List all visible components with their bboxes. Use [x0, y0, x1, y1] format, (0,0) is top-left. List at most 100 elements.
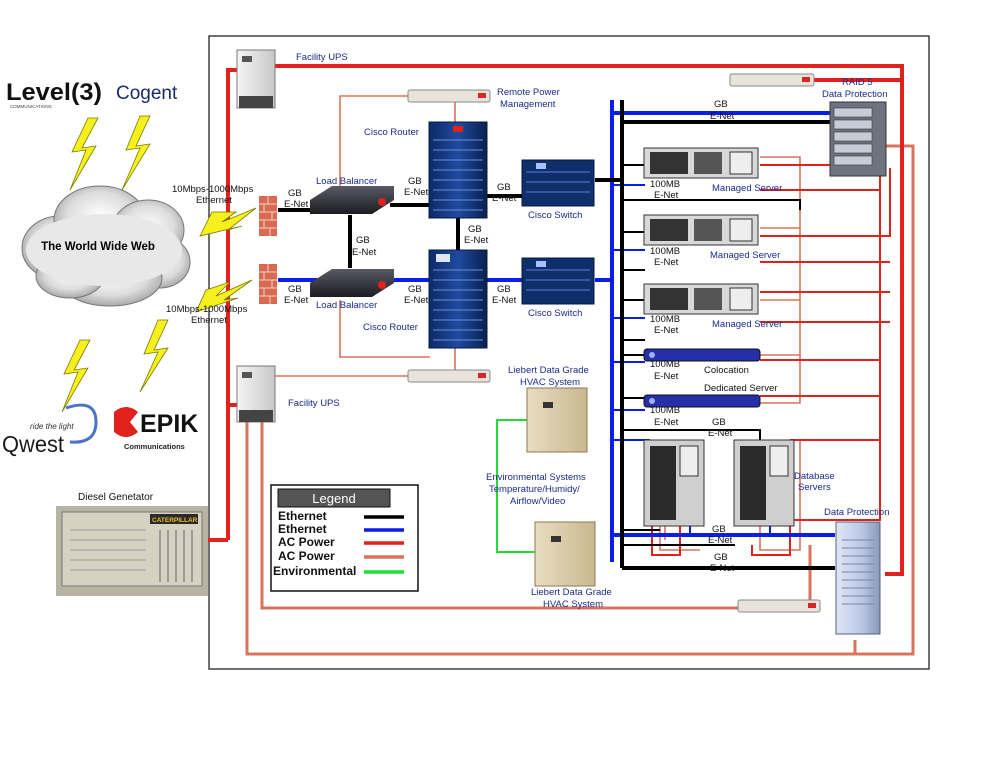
database-label-2: Servers [798, 482, 831, 493]
100mb-label: 100MB [650, 359, 680, 370]
bottom-link-type: Ethernet [191, 315, 227, 326]
managed-server-2: Managed Server [643, 214, 780, 261]
gb-label: GB [497, 284, 511, 295]
env-label-2: Temperature/Humidy/ [489, 484, 580, 495]
enet-label: E-Net [284, 199, 309, 210]
managed-server-3: Managed Server [643, 283, 782, 330]
legend-item: Ethernet [278, 522, 404, 536]
carrier-logos: Level(3) COMMUNICATIONS Cogent ride the … [2, 79, 198, 457]
enet-label: E-Net [492, 193, 517, 204]
enet-label: E-Net [710, 563, 735, 574]
router-bottom-label: Cisco Router [363, 322, 418, 333]
legend-item-label: AC Power [278, 535, 335, 549]
colocation-server: Colocation [643, 348, 761, 376]
lightning-bolt-icon [61, 339, 91, 413]
hvac-bottom: Liebert Data Grade HVAC System [531, 521, 612, 610]
cisco-router-bottom: Cisco Router [363, 249, 488, 349]
dedicated-label: Dedicated Server [704, 383, 777, 394]
remote-power-label-1: Remote Power [497, 87, 560, 98]
legend-title: Legend [312, 491, 355, 506]
generator-label: Diesel Genetator [78, 492, 154, 503]
hvac-top-label-1: Liebert Data Grade [508, 365, 589, 376]
environmental-lines [496, 419, 535, 553]
lightning-bolts [61, 115, 257, 413]
remote-power-label-2: Management [500, 99, 556, 110]
cisco-switch-top: Cisco Switch [521, 159, 595, 221]
epik-sub: Communications [124, 442, 185, 451]
enet-label: E-Net [352, 247, 377, 258]
switch-bottom-label: Cisco Switch [528, 308, 582, 319]
diesel-generator: Diesel Genetator CATERPILLAR [56, 492, 208, 596]
bottom-link-speed: 10Mbps-1000Mbps [166, 304, 248, 315]
load-balancer-bottom: Load Balancer [310, 269, 394, 311]
database-server-1 [643, 439, 705, 527]
data-protection-label: Data Protection [824, 507, 889, 518]
facility-ups-bottom: Facility UPS [236, 365, 340, 423]
gb-label: GB [712, 417, 726, 428]
uplink-labels: 10Mbps-1000Mbps Ethernet 10Mbps-1000Mbps… [166, 184, 254, 326]
100mb-label: 100MB [650, 314, 680, 325]
firewall-bottom [259, 264, 277, 304]
env-label-1: Environmental Systems [486, 472, 586, 483]
enet-label: E-Net [710, 111, 735, 122]
gb-label: GB [497, 182, 511, 193]
hvac-bottom-label-2: HVAC System [543, 599, 603, 610]
level3-logo: Level(3) [6, 79, 102, 106]
cisco-router-top: Cisco Router [364, 121, 488, 219]
power-strip-top [407, 89, 491, 103]
power-strip-raid [729, 73, 815, 87]
100mb-label: 100MB [650, 179, 680, 190]
router-top-label: Cisco Router [364, 127, 419, 138]
gb-label: GB [712, 524, 726, 535]
level3-sub: COMMUNICATIONS [10, 104, 52, 109]
legend-item-label: Environmental [273, 564, 356, 578]
ethernet-black-thin [622, 164, 801, 546]
load-balancer-top-label: Load Balancer [316, 176, 377, 187]
enet-label: E-Net [404, 295, 429, 306]
managed-server-1: Managed Server [643, 147, 782, 194]
database-label-1: Database [794, 471, 835, 482]
hvac-top-label-2: HVAC System [520, 377, 580, 388]
network-link-labels: GB E-Net GB E-Net GB E-Net GB E-Net GB E… [284, 99, 735, 574]
legend-item-label: AC Power [278, 549, 335, 563]
legend: Legend Ethernet Ethernet AC Power AC Pow… [270, 484, 419, 592]
ups-top-label: Facility UPS [296, 52, 348, 63]
legend-item: AC Power [278, 549, 404, 563]
managed-server-1-label: Managed Server [712, 183, 782, 194]
ethernet-blue-lines [278, 100, 835, 562]
100mb-label: 100MB [650, 405, 680, 416]
facility-ups-top: Facility UPS [236, 49, 348, 109]
gb-label: GB [714, 99, 728, 110]
load-balancer-bottom-label: Load Balancer [316, 300, 377, 311]
hvac-bottom-label-1: Liebert Data Grade [531, 587, 612, 598]
colocation-label: Colocation [704, 365, 749, 376]
ups-bottom-label: Facility UPS [288, 398, 340, 409]
lightning-bolt-icon [195, 279, 253, 313]
lightning-bolt-icon [69, 117, 99, 191]
legend-item-label: Ethernet [278, 522, 327, 536]
gb-label: GB [714, 552, 728, 563]
lightning-bolt-icon [199, 207, 257, 237]
managed-server-3-label: Managed Server [712, 319, 782, 330]
enet-label: E-Net [708, 535, 733, 546]
top-link-speed: 10Mbps-1000Mbps [172, 184, 254, 195]
data-protection-tower: Data Protection [824, 507, 889, 635]
legend-item-label: Ethernet [278, 509, 327, 523]
gb-label: GB [288, 188, 302, 199]
power-strip-bottom [737, 599, 821, 613]
switch-top-label: Cisco Switch [528, 210, 582, 221]
enet-label: E-Net [284, 295, 309, 306]
enet-label: E-Net [464, 235, 489, 246]
gb-label: GB [408, 176, 422, 187]
enet-label: E-Net [708, 428, 733, 439]
cisco-switch-bottom: Cisco Switch [521, 257, 595, 319]
load-balancer-top: Load Balancer [310, 176, 394, 214]
gb-label: GB [408, 284, 422, 295]
remote-power-strips: Remote Power Management [407, 73, 821, 613]
managed-server-2-label: Managed Server [710, 250, 780, 261]
generator-brand: CATERPILLAR [152, 517, 198, 524]
lightning-bolt-icon [139, 319, 169, 393]
enet-label: E-Net [404, 187, 429, 198]
gb-label: GB [288, 284, 302, 295]
ac-power-red-lines [207, 64, 904, 576]
